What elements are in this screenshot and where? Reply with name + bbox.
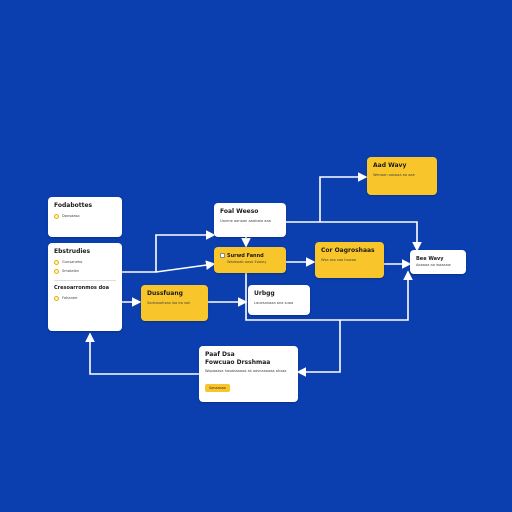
circle-icon — [54, 260, 59, 265]
node-title: Cor Oagroshaas — [321, 247, 375, 254]
node-subtext: Lauesanaaa ana suaa — [254, 301, 294, 305]
node-title-text: Surwd Fannd — [227, 253, 264, 259]
node-subtext: Wenaan oasaaa aa aae — [373, 173, 415, 177]
node-row: Gunsaneho — [54, 260, 116, 265]
node-title: Paaf Dsa — [205, 351, 235, 358]
divider — [54, 280, 116, 281]
node-row: Fohanee — [54, 296, 116, 301]
node-row-label: Gunsaneho — [62, 260, 83, 264]
circle-icon — [54, 269, 59, 274]
status-chip[interactable]: Sanaaoaa — [205, 384, 230, 392]
connector-foal-to-bee — [286, 221, 422, 252]
connector-loop — [245, 270, 413, 321]
node-subtext: Wopaaasa hasabaaaoa as aasnaaaaaa ohsaa — [205, 369, 287, 373]
node-subtext: Wsa ass soa hawaa — [321, 258, 357, 262]
circle-icon — [54, 214, 59, 219]
node-section-title: Cresoarronmos doa — [54, 285, 109, 291]
node-title: Bee Wavy — [416, 256, 444, 262]
node-title: Fodabottes — [54, 202, 93, 209]
node-subtext: Wadeaab oaso Eaaley — [227, 260, 267, 264]
node-row: Smatalen — [54, 269, 116, 274]
node-paaf-dsa[interactable]: Paaf Dsa Fowcuao Drsshmaa Wopaaasa hasab… — [199, 346, 298, 402]
node-subtitle: Fowcuao Drsshmaa — [205, 359, 271, 366]
connector-paaf-to-left — [85, 332, 199, 375]
node-bee-wavy[interactable]: Bee Wavy Aoaaaa aa waaaaw — [410, 250, 466, 274]
node-ebstrudies[interactable]: Ebstrudies Gunsaneho Smatalen Cresoarron… — [48, 243, 122, 331]
node-row-label: Dansaaso — [62, 214, 80, 218]
node-title: Surwd Fannd — [220, 252, 280, 260]
connector-left-to-surwd — [155, 260, 216, 273]
circle-icon — [54, 296, 59, 301]
node-title: Foal Weeso — [220, 208, 259, 215]
connector-foal-to-aad — [319, 172, 368, 222]
node-fodabottes[interactable]: Fodabottes Dansaaso — [48, 197, 122, 237]
node-subtext: Aoaaaa aa waaaaw — [416, 263, 451, 267]
node-aad-wavy[interactable]: Aad Wavy Wenaan oasaaa aa aae — [367, 157, 437, 195]
checkbox-icon — [220, 253, 225, 258]
connector-loop-to-paaf — [296, 320, 341, 377]
node-row-label: Smatalen — [62, 269, 80, 273]
node-title: Aad Wavy — [373, 162, 407, 169]
node-dussfuang[interactable]: Dussfuang Sadvasahsaa loa ba sah — [141, 285, 208, 321]
node-subtext: Uanme aanaan aaahata aaa — [220, 219, 271, 223]
node-surwd-fannd[interactable]: Surwd Fannd Wadeaab oaso Eaaley — [214, 247, 286, 273]
node-row-label: Fohanee — [62, 296, 78, 300]
node-subtext: Sadvasahsaa loa ba sah — [147, 301, 191, 305]
node-cor-oagroshaas[interactable]: Cor Oagroshaas Wsa ass soa hawaa — [315, 242, 384, 278]
node-foal-weeso[interactable]: Foal Weeso Uanme aanaan aaahata aaa — [214, 203, 286, 237]
node-title: Dussfuang — [147, 290, 183, 297]
node-row: Dansaaso — [54, 214, 116, 219]
connector-left-to-foal-weeso — [121, 230, 216, 273]
node-title: Urbgg — [254, 290, 275, 297]
node-urbgg[interactable]: Urbgg Lauesanaaa ana suaa — [248, 285, 310, 315]
node-title: Ebstrudies — [54, 248, 91, 255]
